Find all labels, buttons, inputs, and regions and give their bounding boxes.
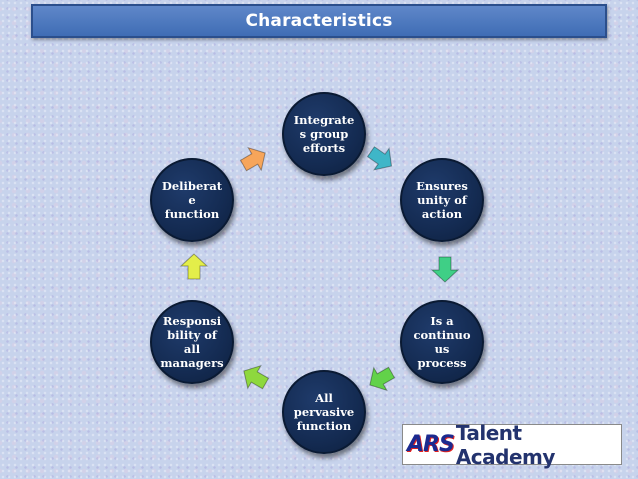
slide-title: Characteristics <box>245 11 393 31</box>
node-label: All pervasive function <box>293 391 355 433</box>
title-bar: Characteristics <box>31 4 607 38</box>
ars-talent-academy-logo: ARS Talent Academy <box>402 421 622 469</box>
logo-name: Talent Academy <box>455 420 556 469</box>
cycle-arrow-1 <box>366 146 393 171</box>
cycle-arrow-5 <box>179 253 209 280</box>
logo-mark: ARS <box>407 432 455 457</box>
node-all-pervasive-function: All pervasive function <box>282 370 366 454</box>
node-label: Integrate s group efforts <box>293 113 355 155</box>
node-label: Deliberat e function <box>161 179 223 221</box>
node-label: Responsi bility of all managers <box>160 314 224 370</box>
node-deliberate-function: Deliberat e function <box>150 158 234 242</box>
node-continuous-process: Is a continuo us process <box>400 300 484 384</box>
node-label: Is a continuo us process <box>413 314 471 370</box>
cycle-arrow-4 <box>243 364 270 390</box>
node-integrates-group-efforts: Integrate s group efforts <box>282 92 366 176</box>
node-responsibility-of-all-managers: Responsi bility of all managers <box>150 300 234 384</box>
node-ensures-unity-of-action: Ensures unity of action <box>400 158 484 242</box>
cycle-arrow-6 <box>239 146 266 172</box>
cycle-arrow-2 <box>430 256 460 283</box>
cycle-arrow-3 <box>369 366 396 392</box>
node-label: Ensures unity of action <box>416 179 468 221</box>
